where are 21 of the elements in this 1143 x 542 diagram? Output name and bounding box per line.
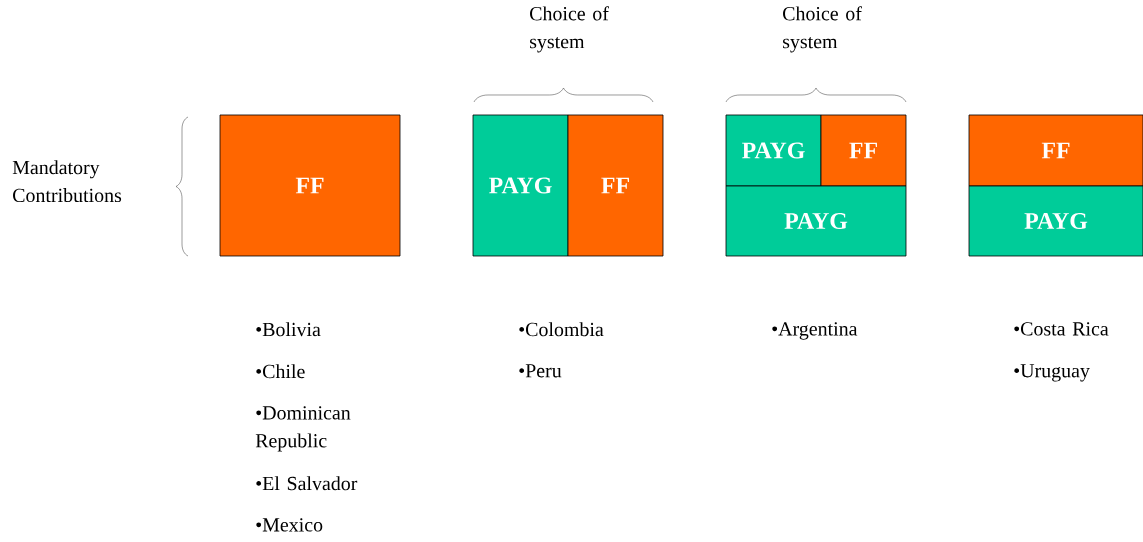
- text-label: Choice of system: [530, 6, 609, 53]
- scheme-box: FF: [820, 114, 907, 187]
- text-label: •El Salvador: [256, 476, 358, 491]
- text-label: •Argentina: [772, 322, 858, 340]
- text-label: •Peru: [519, 364, 562, 378]
- text-label: •Dominican Republic: [255, 406, 351, 452]
- text-label: •Bolivia: [256, 322, 321, 337]
- text-label: •Costa Rica: [1014, 322, 1109, 336]
- scheme-box: FF: [567, 114, 664, 257]
- scheme-box: PAYG: [725, 185, 907, 257]
- scheme-box: PAYG: [725, 114, 822, 187]
- scheme-box: FF: [968, 114, 1143, 187]
- text-label: Choice of system: [783, 6, 862, 53]
- text-label: Mandatory Contributions: [12, 160, 122, 203]
- scheme-box: PAYG: [968, 185, 1143, 257]
- text-label: •Uruguay: [1014, 364, 1090, 382]
- text-label: •Colombia: [519, 322, 604, 337]
- scheme-box: FF: [219, 114, 401, 257]
- scheme-box: PAYG: [472, 114, 569, 257]
- text-label: •Mexico: [256, 518, 323, 532]
- text-label: •Chile: [256, 364, 305, 379]
